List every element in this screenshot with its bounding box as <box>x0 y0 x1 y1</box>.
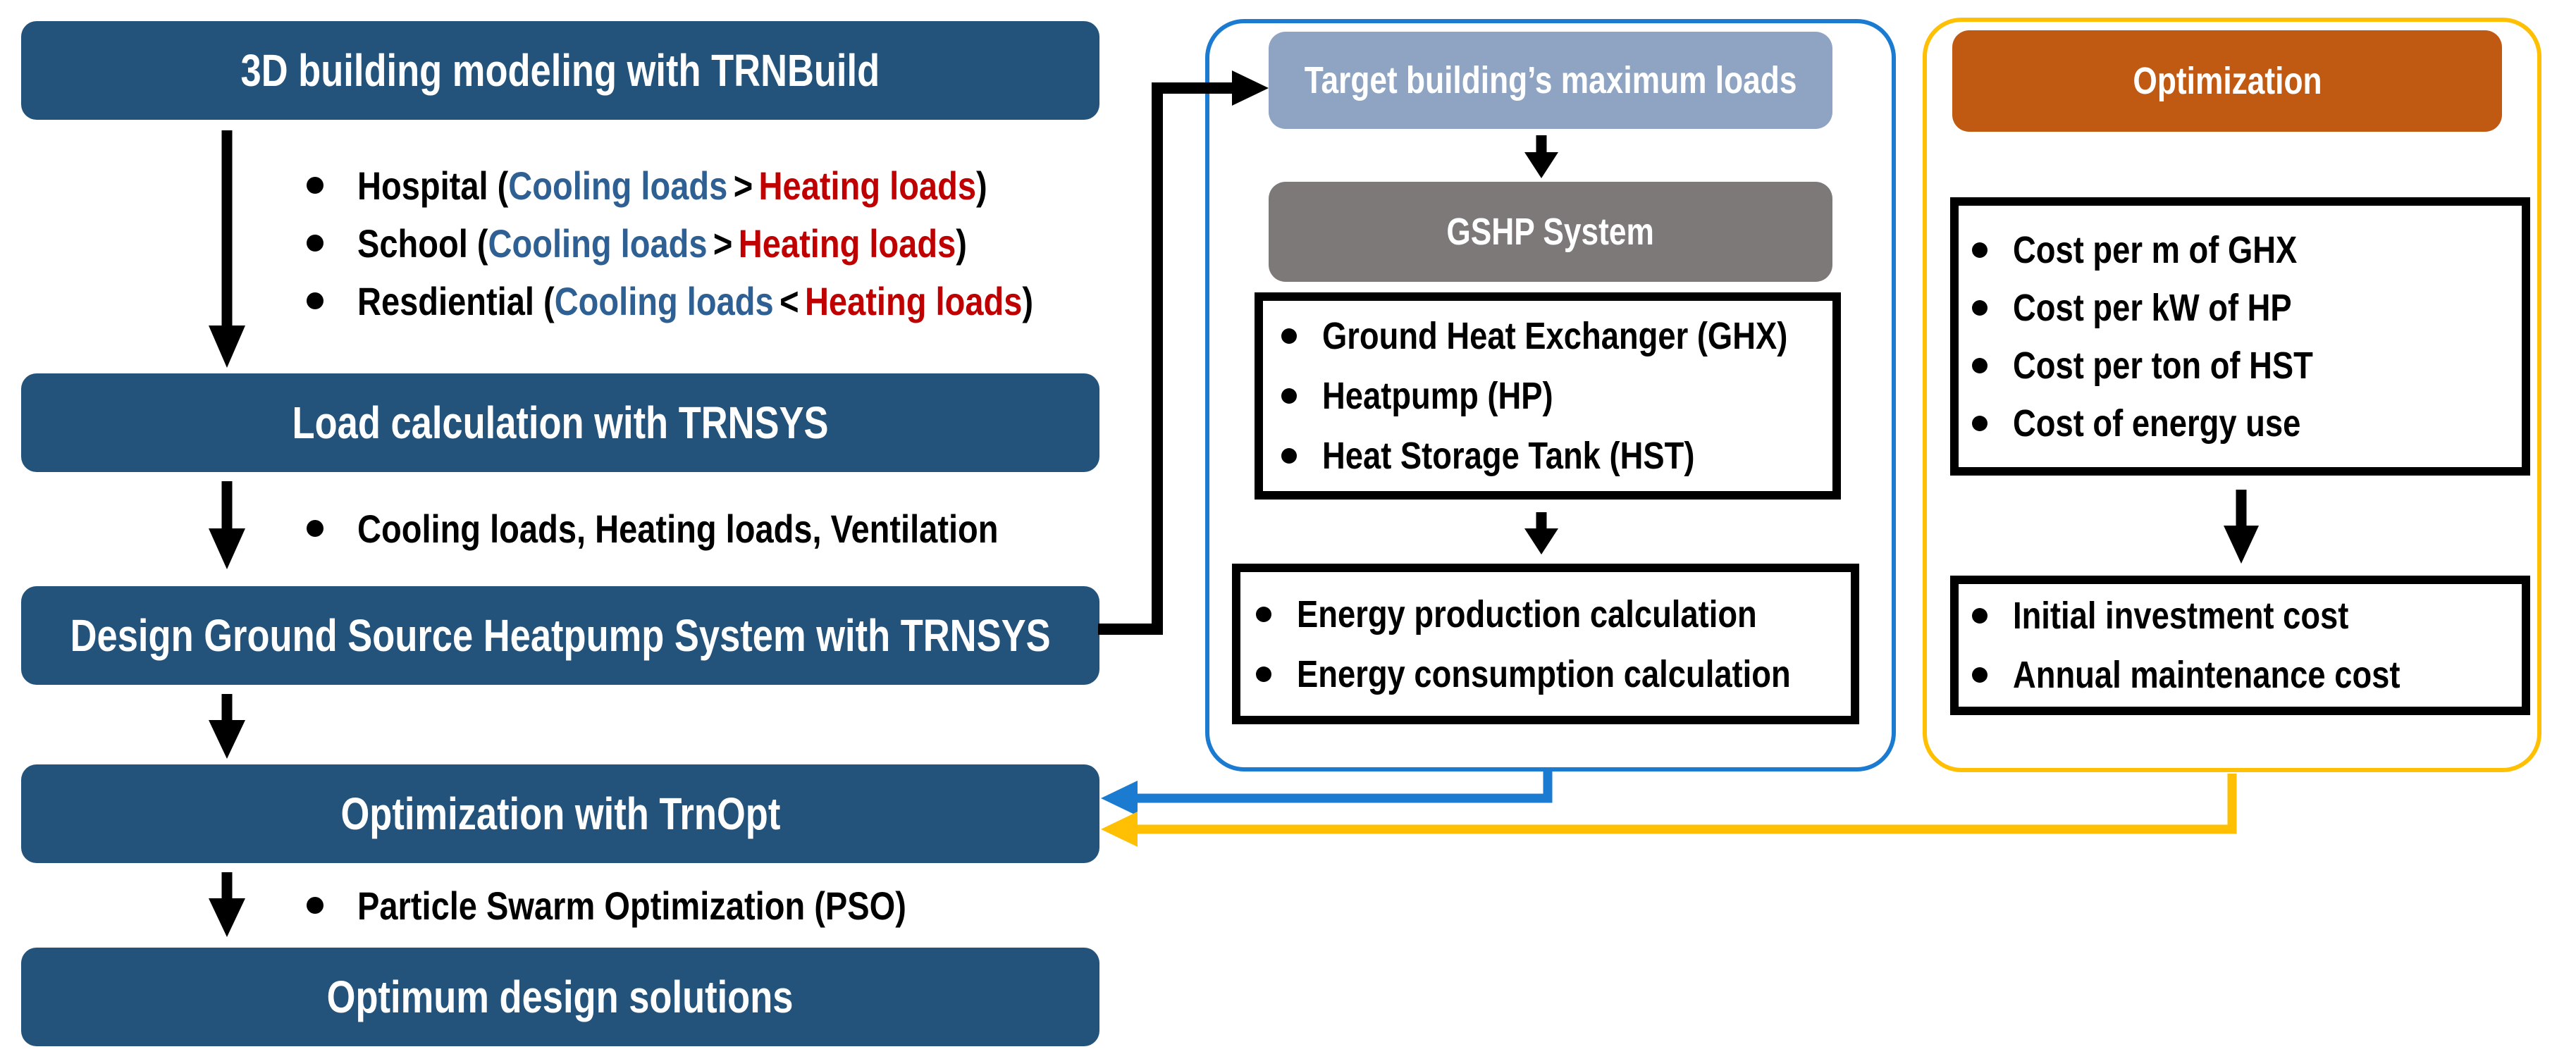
list-item: Heat Storage Tank (HST) <box>1281 426 1832 486</box>
energy-calculation-box: Energy production calculation Energy con… <box>1232 564 1859 724</box>
list-item: Heatpump (HP) <box>1281 366 1832 426</box>
bullet-icon <box>1256 606 1271 622</box>
arrow-down-icon <box>209 694 245 759</box>
bullet-icon <box>1972 415 1988 431</box>
step-load-calculation: Load calculation with TRNSYS <box>21 373 1099 472</box>
arrow-optimization-to-trnopt-icon <box>1101 774 2237 847</box>
step-label: Optimization with TrnOpt <box>340 788 780 839</box>
arrow-down-icon <box>209 130 245 368</box>
bullet-icon <box>307 897 323 914</box>
optimization-container <box>1923 18 2541 772</box>
bullet-icon <box>1281 448 1297 464</box>
list-item: Resdiential (Cooling loads<Heating loads… <box>307 272 1162 330</box>
bullet-icon <box>307 235 323 252</box>
list-item: Cost per m of GHX <box>1972 221 2522 279</box>
cost-outputs-box: Initial investment cost Annual maintenan… <box>1950 576 2530 715</box>
step-optimization-trnopt: Optimization with TrnOpt <box>21 764 1099 863</box>
arrow-simulation-to-trnopt-icon <box>1101 769 1553 816</box>
bullet-icon <box>307 520 323 537</box>
step-label: Optimum design solutions <box>327 972 794 1022</box>
list-item: Cooling loads, Heating loads, Ventilatio… <box>307 500 1121 557</box>
list-item: Cost of energy use <box>1972 395 2522 452</box>
step-optimum-design-solutions: Optimum design solutions <box>21 948 1099 1046</box>
bullet-icon <box>1281 388 1297 404</box>
gshp-system-label: GSHP System <box>1446 211 1655 253</box>
bullet-icon <box>1281 328 1297 344</box>
bullet-icon <box>1256 666 1271 682</box>
step-design-gshp-system: Design Ground Source Heatpump System wit… <box>21 586 1099 685</box>
step-3d-building-modeling: 3D building modeling with TRNBuild <box>21 21 1099 120</box>
arrow-down-icon <box>209 872 245 937</box>
gshp-system-box: GSHP System <box>1269 182 1832 282</box>
bullet-icon <box>307 292 323 309</box>
list-item: Energy production calculation <box>1256 584 1851 644</box>
pso-bullet-list: Particle Swarm Optimization (PSO) <box>307 876 1011 934</box>
target-loads-label: Target building’s maximum loads <box>1304 59 1797 101</box>
bullet-icon <box>307 177 323 194</box>
step-label: 3D building modeling with TRNBuild <box>240 45 880 96</box>
list-item: Hospital (Cooling loads>Heating loads) <box>307 156 1162 214</box>
bullet-icon <box>1972 299 1988 316</box>
list-item: Initial investment cost <box>1972 586 2522 645</box>
arrow-down-icon <box>209 481 245 569</box>
bullet-icon <box>1972 357 1988 373</box>
bullet-icon <box>1972 667 1988 683</box>
cost-inputs-box: Cost per m of GHX Cost per kW of HP Cost… <box>1950 197 2530 476</box>
building-types-bullet-list: Hospital (Cooling loads>Heating loads) S… <box>307 156 1162 330</box>
list-item: Cost per kW of HP <box>1972 279 2522 337</box>
optimization-label: Optimization <box>2132 60 2322 102</box>
list-item: Ground Heat Exchanger (GHX) <box>1281 306 1832 366</box>
list-item: Energy consumption calculation <box>1256 644 1851 704</box>
bullet-icon <box>1972 242 1988 258</box>
target-loads-box: Target building’s maximum loads <box>1269 32 1832 129</box>
list-item: Cost per ton of HST <box>1972 337 2522 395</box>
step-label: Design Ground Source Heatpump System wit… <box>70 610 1051 661</box>
gshp-components-box: Ground Heat Exchanger (GHX) Heatpump (HP… <box>1255 292 1841 500</box>
bullet-icon <box>1972 608 1988 624</box>
optimization-header-box: Optimization <box>1952 30 2502 132</box>
list-item: Annual maintenance cost <box>1972 645 2522 705</box>
list-item: School (Cooling loads>Heating loads) <box>307 214 1162 272</box>
step-label: Load calculation with TRNSYS <box>292 397 829 448</box>
loads-bullet-list: Cooling loads, Heating loads, Ventilatio… <box>307 500 1121 557</box>
list-item: Particle Swarm Optimization (PSO) <box>307 876 1011 934</box>
